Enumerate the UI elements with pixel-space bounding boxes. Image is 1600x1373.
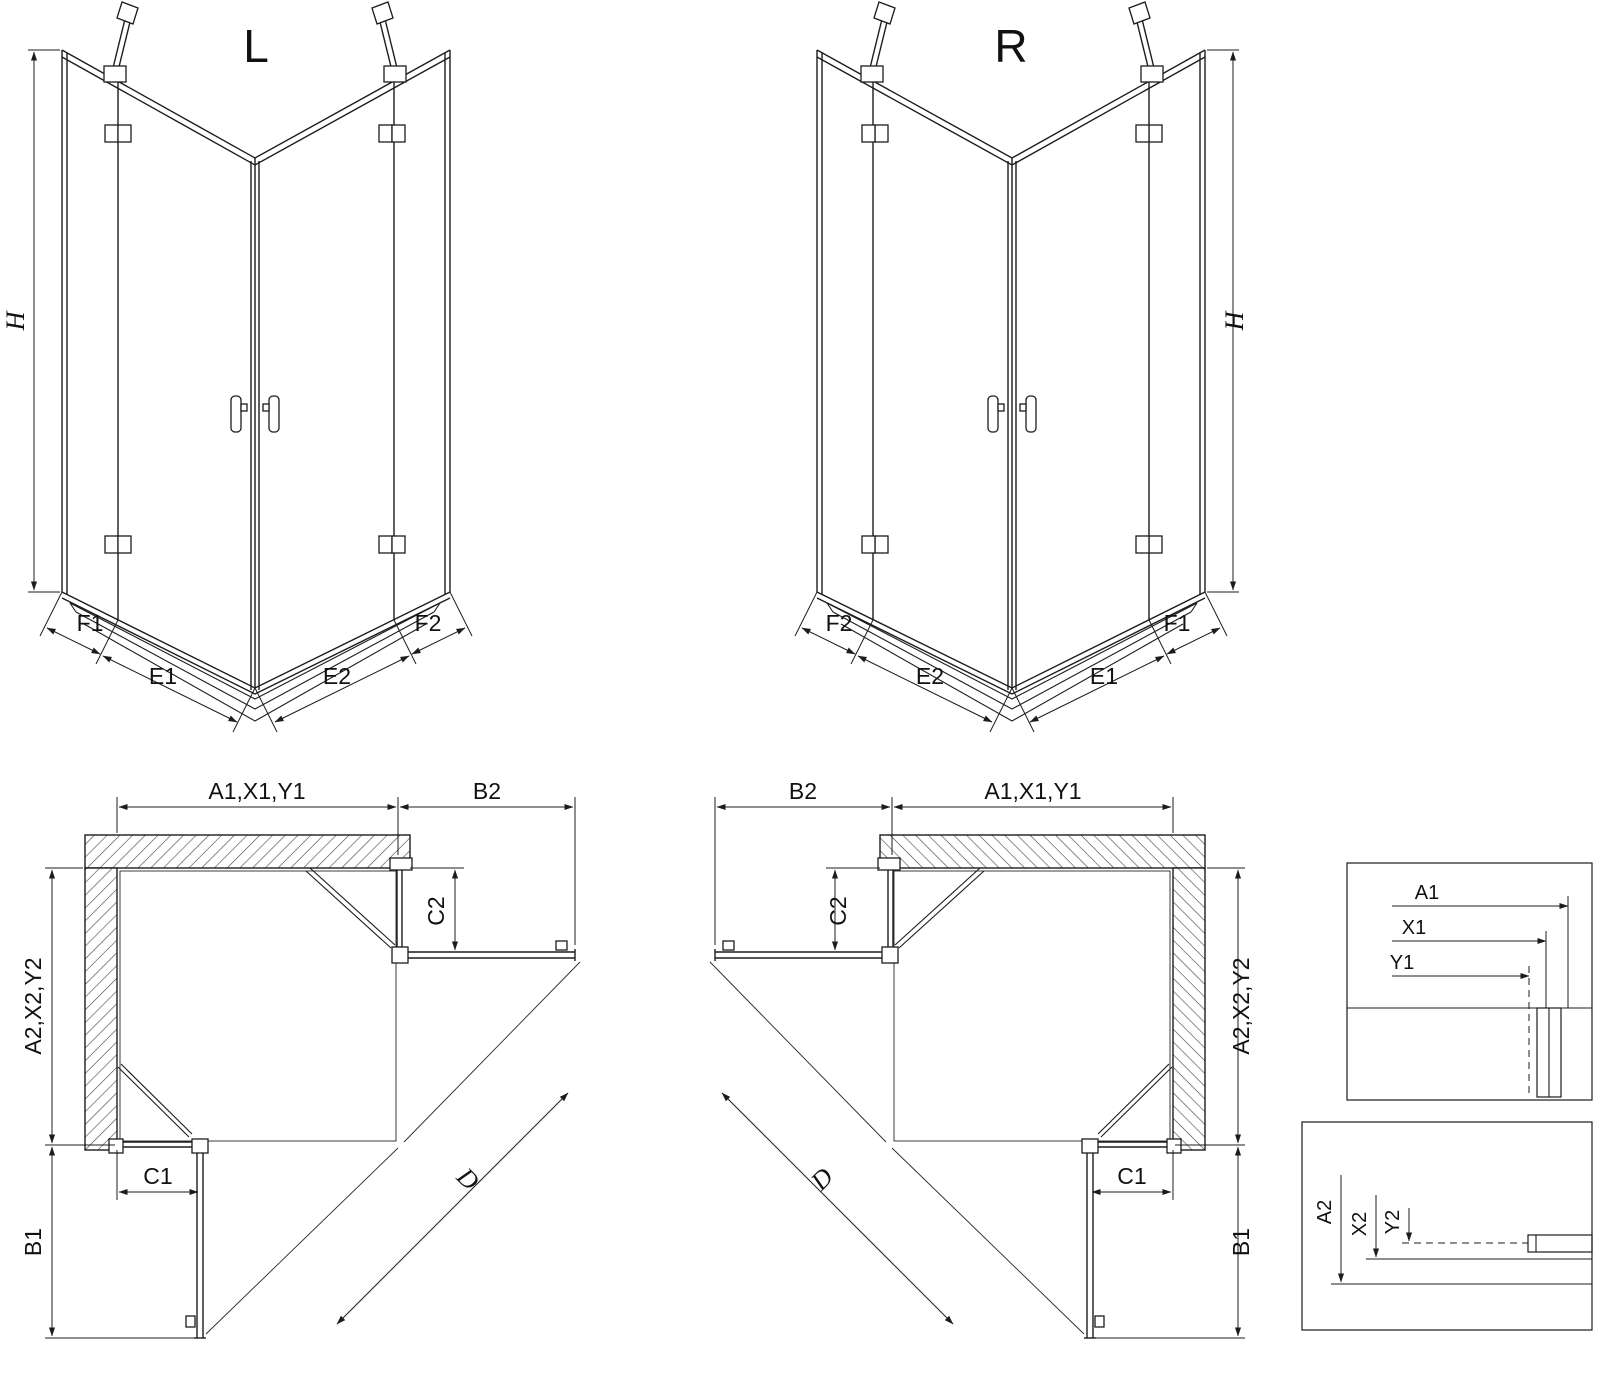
front-view-right: R H F2 E2 E1 F1 — [795, 2, 1249, 732]
dim-label-c1-plan-left: C1 — [143, 1163, 172, 1189]
dim-label-d-plan-right: D — [804, 1162, 839, 1197]
dim-label-h-right: H — [1220, 310, 1249, 331]
dim-label-f1-left: F1 — [77, 610, 104, 636]
plan-view-right-geometry — [710, 797, 1245, 1338]
detail-label-x2: X2 — [1349, 1212, 1371, 1236]
dim-label-e1-right: E1 — [1090, 663, 1118, 689]
dim-label-a2-plan-left: A2,X2,Y2 — [20, 957, 46, 1054]
front-right-title: R — [994, 20, 1027, 72]
dim-label-a1-plan-left: A1,X1,Y1 — [208, 778, 305, 804]
dim-label-b2-plan-left: B2 — [473, 778, 501, 804]
dim-label-d-plan-left: D — [450, 1161, 485, 1196]
front-view-left: L H F1 E1 E2 F2 — [1, 2, 472, 732]
dim-label-b2-plan-right: B2 — [789, 778, 817, 804]
dim-label-c1-plan-right: C1 — [1117, 1163, 1146, 1189]
plan-view-left-geometry — [45, 797, 580, 1338]
dim-label-e2-right: E2 — [916, 663, 944, 689]
wall-profile-section-vertical — [1527, 1234, 1593, 1253]
plan-view-left: A1,X1,Y1 B2 C2 A2,X2,Y2 B1 C1 D — [20, 778, 580, 1338]
detail-vertical-frame — [1301, 1121, 1593, 1331]
dim-label-f2-right: F2 — [826, 610, 853, 636]
dim-label-c2-plan-left: C2 — [423, 896, 449, 925]
dim-label-a1-plan-right: A1,X1,Y1 — [984, 778, 1081, 804]
detail-horizontal-frame — [1346, 862, 1593, 1101]
detail-label-y2: Y2 — [1382, 1210, 1404, 1234]
detail-label-x1: X1 — [1402, 917, 1426, 939]
dim-label-b1-plan-left: B1 — [20, 1228, 46, 1256]
detail-vertical-section: A2 X2 Y2 — [1301, 1121, 1593, 1331]
dim-label-e2-left: E2 — [323, 663, 351, 689]
detail-label-a2: A2 — [1314, 1200, 1336, 1224]
dim-label-a2-plan-right: A2,X2,Y2 — [1228, 957, 1254, 1054]
detail-label-y1: Y1 — [1390, 952, 1414, 974]
detail-horizontal-section: A1 X1 Y1 — [1346, 862, 1593, 1101]
dim-label-f2-left: F2 — [415, 610, 442, 636]
dim-label-h-left: H — [1, 310, 30, 331]
plan-view-right: A1,X1,Y1 B2 C2 A2,X2,Y2 B1 C1 D — [710, 778, 1254, 1338]
dim-label-e1-left: E1 — [149, 663, 177, 689]
dim-label-c2-plan-right: C2 — [825, 896, 851, 925]
dim-label-f1-right: F1 — [1164, 610, 1191, 636]
front-left-title: L — [243, 20, 269, 72]
detail-label-a1: A1 — [1415, 882, 1439, 904]
dim-label-b1-plan-right: B1 — [1228, 1228, 1254, 1256]
